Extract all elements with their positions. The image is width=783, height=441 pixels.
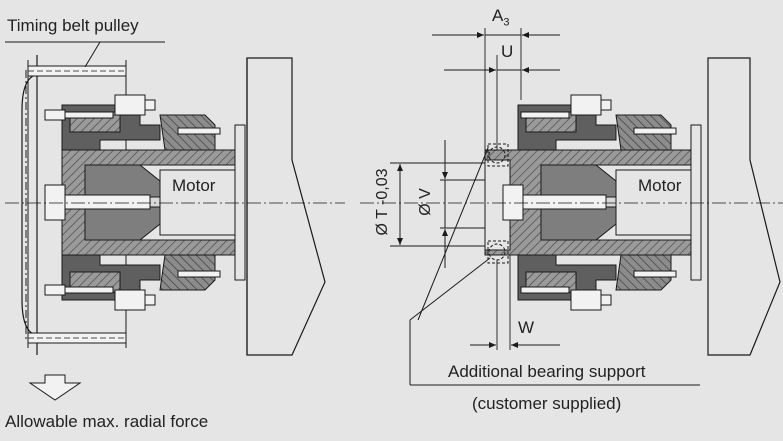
motor-label-right: Motor bbox=[638, 176, 682, 195]
dimension-t-label: Ø T -0,03 bbox=[374, 168, 391, 236]
dimension-a3-label: A3 bbox=[492, 6, 510, 29]
dimension-v-label: Ø V bbox=[417, 188, 434, 216]
timing-belt-pulley-label: Timing belt pulley bbox=[7, 16, 139, 35]
motor-label-left: Motor bbox=[172, 176, 216, 195]
bearing-support-sublabel: (customer supplied) bbox=[472, 394, 622, 413]
dimension-u-label: U bbox=[501, 42, 514, 61]
dimension-w-label: W bbox=[518, 318, 535, 337]
allowable-radial-force-label: Allowable max. radial force bbox=[5, 412, 209, 431]
bearing-support-label: Additional bearing support bbox=[448, 362, 646, 381]
right-assembly bbox=[360, 28, 783, 386]
left-assembly bbox=[5, 41, 345, 401]
